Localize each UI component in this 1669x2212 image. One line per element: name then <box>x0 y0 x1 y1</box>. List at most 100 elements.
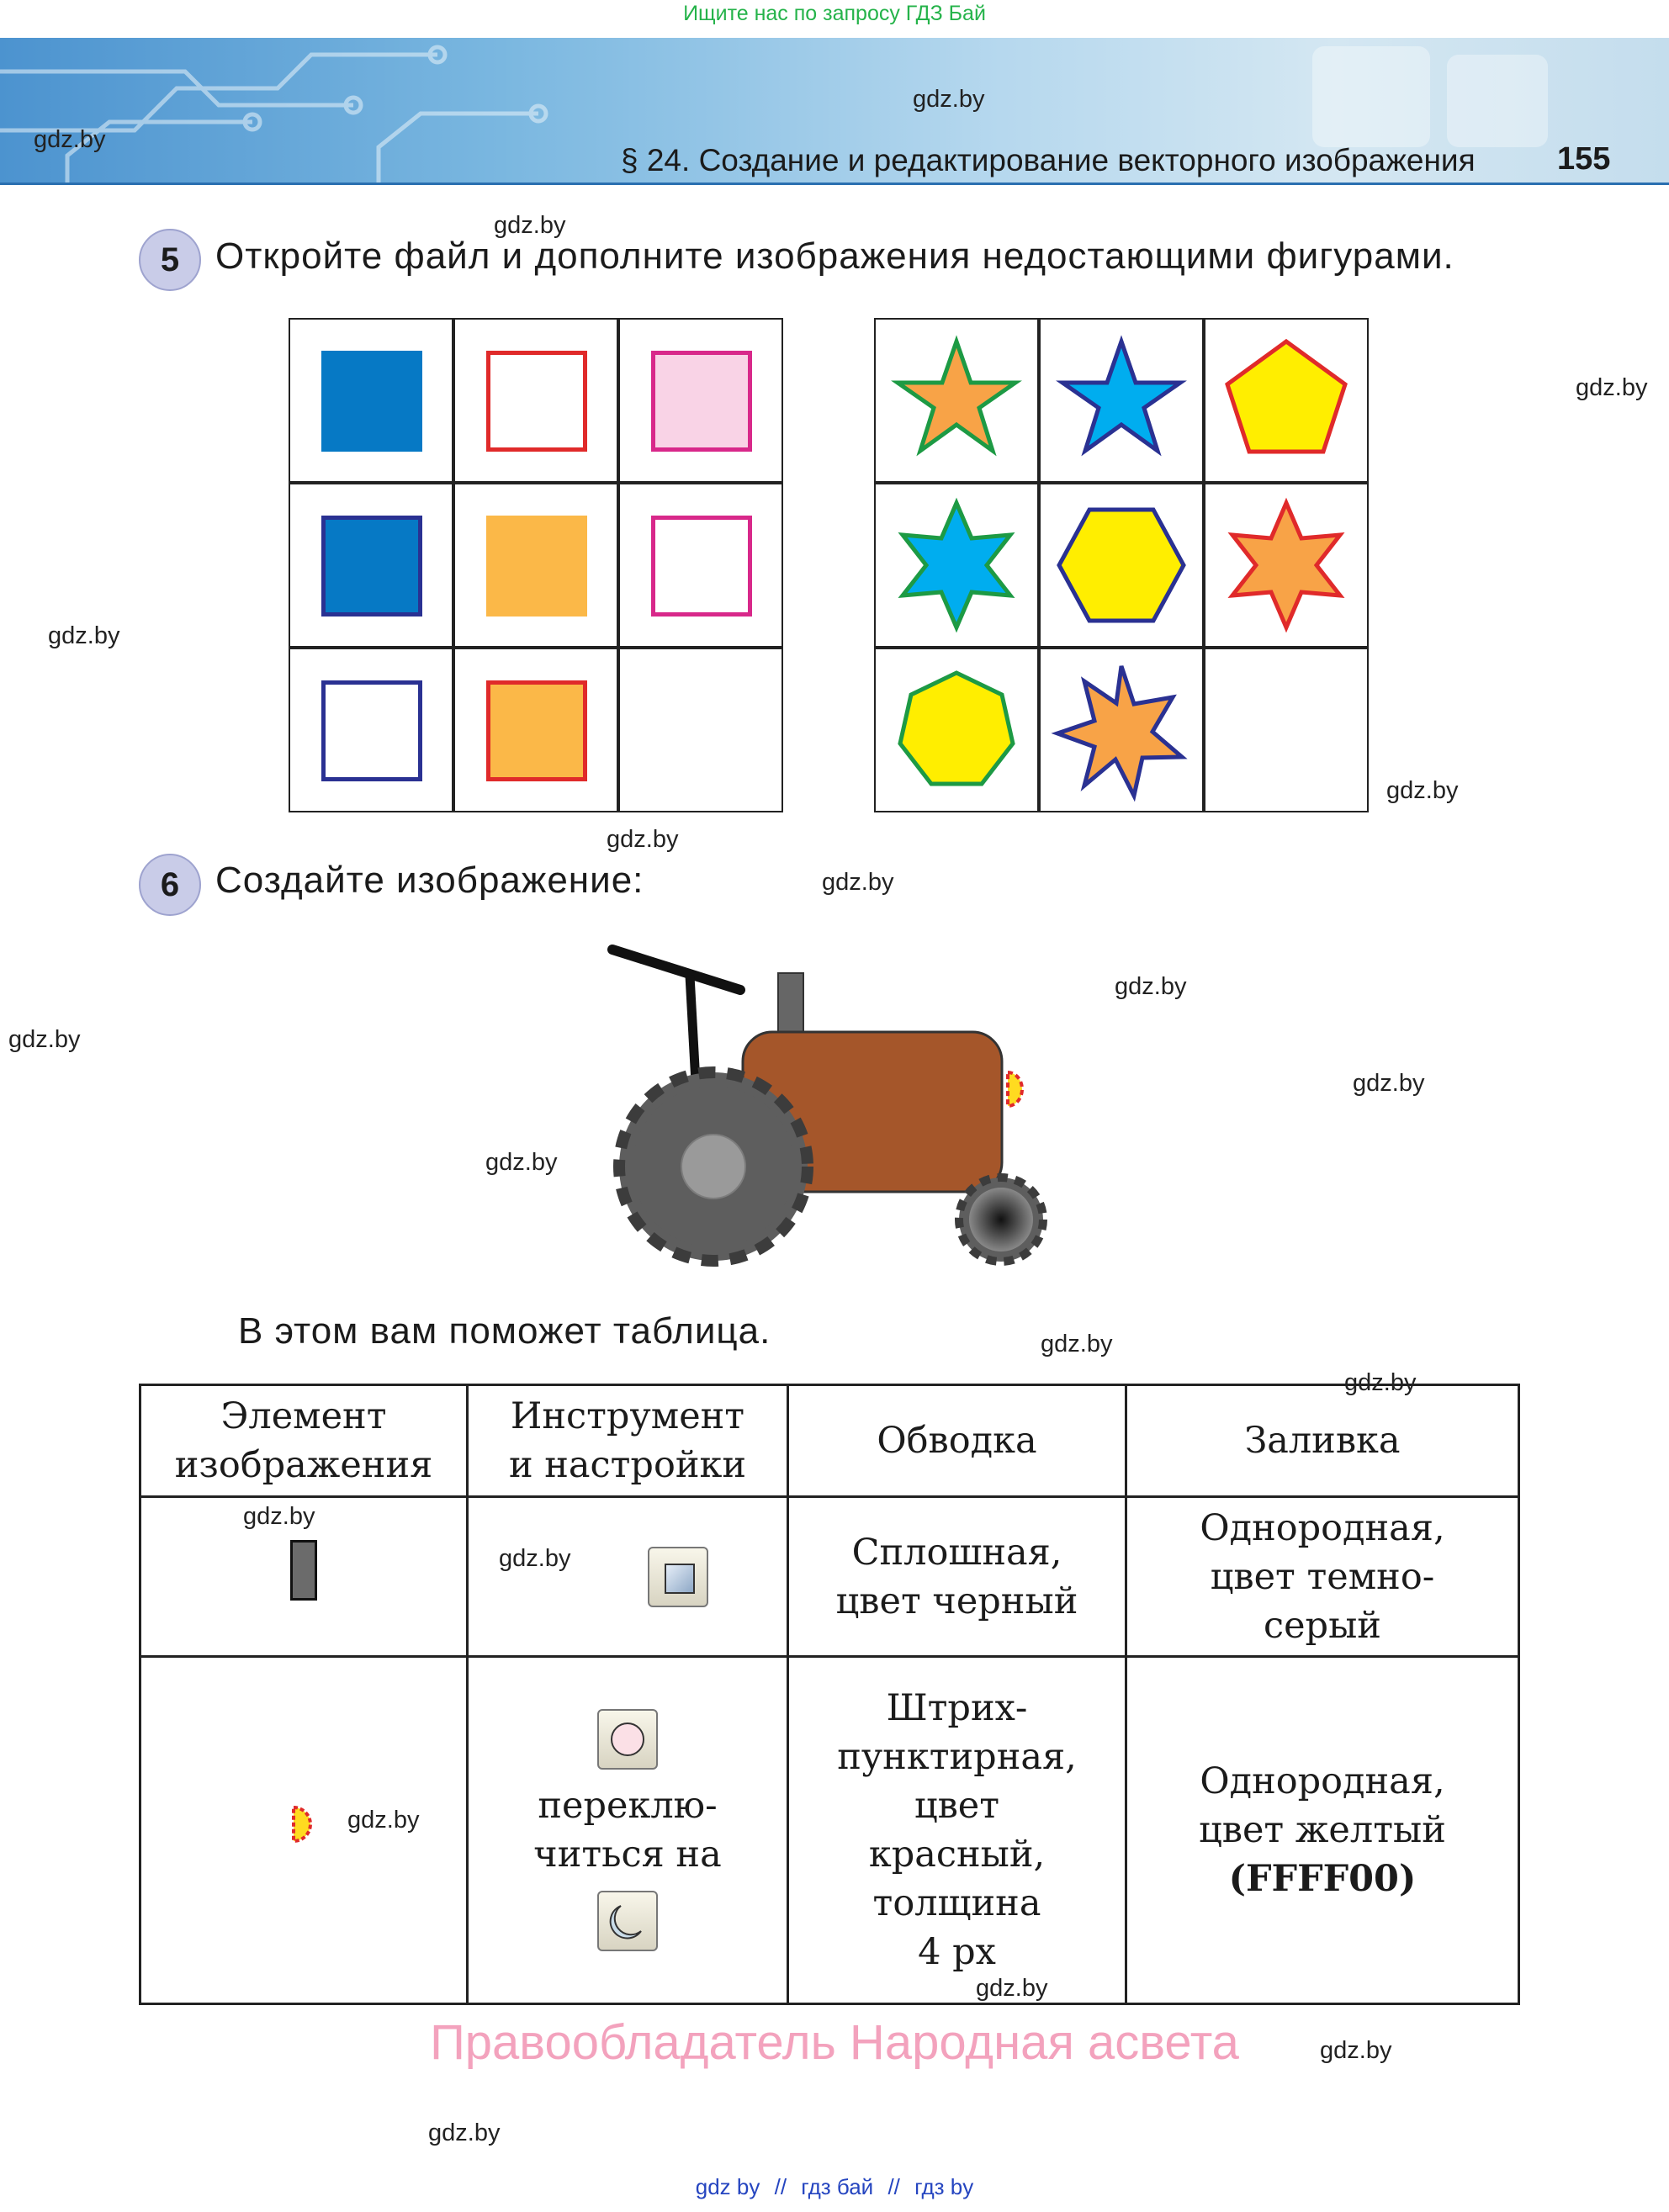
grid-cell <box>453 648 618 812</box>
task-text: Создайте изображение: <box>215 860 644 901</box>
watermark: gdz.by <box>1386 777 1459 804</box>
circle-glyph-icon <box>611 1723 644 1756</box>
stroke-line: толщина <box>872 1882 1041 1924</box>
header-line: Инструмент <box>510 1395 745 1437</box>
footer-separator: // <box>887 2174 900 2199</box>
fill-line: серый <box>1264 1604 1381 1647</box>
watermark: gdz.by <box>494 212 566 239</box>
headlight-sample <box>292 1805 312 1843</box>
orange-square <box>486 516 587 617</box>
front-hub <box>969 1188 1033 1252</box>
rectangle-tool-icon[interactable] <box>648 1546 708 1607</box>
header-line: Обводка <box>877 1420 1037 1462</box>
yellow-pentagon <box>1225 338 1348 454</box>
header-cell-element: Элемент изображения <box>139 1384 469 1498</box>
grid-cell <box>1204 318 1369 483</box>
header-cell-fill: Заливка <box>1125 1384 1520 1498</box>
grid-cell <box>618 483 783 648</box>
rectangle-glyph-icon <box>665 1563 695 1594</box>
red-outline-square <box>486 351 587 452</box>
blue-star <box>1056 335 1187 457</box>
shapes-grid <box>874 318 1372 816</box>
stroke-cell: Сплошная, цвет черный <box>787 1495 1127 1658</box>
section-heading: § 24. Создание и редактирование векторно… <box>621 143 1476 177</box>
fill-line: (FFFF00) <box>1228 1858 1417 1900</box>
task-number-badge: 6 <box>139 854 201 916</box>
element-cell <box>139 1655 469 2005</box>
footer-link[interactable]: гдз бай <box>801 2174 874 2199</box>
empty-grid-cell <box>618 648 783 812</box>
empty-grid-cell <box>1204 648 1369 812</box>
watermark: gdz.by <box>8 1026 81 1053</box>
rear-hub <box>681 1134 746 1199</box>
watermark: gdz.by <box>1115 973 1187 1000</box>
grid-cell <box>1039 648 1204 812</box>
footer-link[interactable]: gdz by <box>695 2174 760 2199</box>
fill-line: Однородная, <box>1200 1506 1445 1549</box>
grid-cell <box>1039 483 1204 648</box>
squares-grid <box>289 318 787 816</box>
watermark: gdz.by <box>428 2119 501 2146</box>
watermark: gdz.by <box>485 1149 558 1176</box>
watermark: gdz.by <box>976 1975 1048 2002</box>
footer-links: gdz by // гдз бай // гдз by <box>0 2174 1669 2200</box>
orange-seven-point-star <box>1051 665 1188 802</box>
grid-cell <box>453 318 618 483</box>
stroke-line: Штрих- <box>886 1687 1028 1729</box>
stroke-line: цвет черный <box>835 1580 1078 1622</box>
grid-cell <box>289 648 453 812</box>
stroke-line: цвет <box>914 1785 1000 1827</box>
grid-cell <box>1039 318 1204 483</box>
grid-cell <box>453 483 618 648</box>
grid-cell <box>874 318 1039 483</box>
grid-cell <box>618 318 783 483</box>
watermark: gdz.by <box>1353 1070 1425 1097</box>
tool-text-line: переклю- <box>538 1785 718 1827</box>
banner-underline <box>0 183 1669 185</box>
watermark: gdz.by <box>1320 2037 1392 2064</box>
steering-wheel <box>607 945 745 995</box>
watermark: gdz.by <box>607 826 679 853</box>
footer-link[interactable]: гдз by <box>914 2174 974 2199</box>
segment-tool-icon[interactable] <box>597 1891 658 1951</box>
watermark: gdz.by <box>243 1503 315 1530</box>
header-line: изображения <box>174 1444 433 1486</box>
fill-line: цвет темно- <box>1210 1555 1435 1598</box>
exhaust-pipe <box>777 972 804 1035</box>
segment-glyph-icon <box>609 1905 642 1939</box>
magenta-outline-square <box>651 516 752 617</box>
orange-red-square <box>486 680 587 781</box>
copyright-notice: Правообладатель Народная асвета <box>430 2015 1239 2070</box>
grid-cell <box>289 318 453 483</box>
table-hint: В этом вам поможет таблица. <box>238 1310 771 1352</box>
watermark: gdz.by <box>913 86 985 113</box>
fill-cell: Однородная, цвет желтый (FFFF00) <box>1125 1655 1520 2005</box>
stroke-line: пунктирная, <box>837 1736 1077 1778</box>
page-number: 155 <box>1557 141 1611 177</box>
header-line: Элемент <box>220 1395 387 1437</box>
stroke-line: 4 px <box>918 1931 996 1973</box>
watermark: gdz.by <box>822 869 894 896</box>
fill-cell: Однородная, цвет темно- серый <box>1125 1495 1520 1658</box>
watermark: gdz.by <box>34 126 106 153</box>
stroke-line: Сплошная, <box>851 1531 1062 1574</box>
pink-square <box>651 351 752 452</box>
blue-six-point-star <box>898 497 1015 633</box>
tool-text-line: читься на <box>533 1834 722 1876</box>
tool-cell <box>466 1495 789 1658</box>
exhaust-pipe-sample <box>290 1540 317 1601</box>
watermark: gdz.by <box>347 1807 420 1834</box>
grid-cell <box>289 483 453 648</box>
watermark: gdz.by <box>499 1545 571 1572</box>
footer-separator: // <box>774 2174 787 2199</box>
element-cell <box>139 1495 469 1658</box>
task-number-badge: 5 <box>139 229 201 291</box>
grid-cell <box>874 483 1039 648</box>
ellipse-tool-icon[interactable] <box>597 1709 658 1770</box>
top-search-hint[interactable]: Ищите нас по запросу ГДЗ Бай <box>683 2 986 25</box>
blue-outlined-square <box>321 516 422 617</box>
fill-line: Однородная, <box>1200 1760 1445 1802</box>
table-row: Сплошная, цвет черный Однородная, цвет т… <box>139 1495 1520 1658</box>
orange-star <box>891 335 1022 457</box>
yellow-hexagon <box>1057 507 1186 623</box>
